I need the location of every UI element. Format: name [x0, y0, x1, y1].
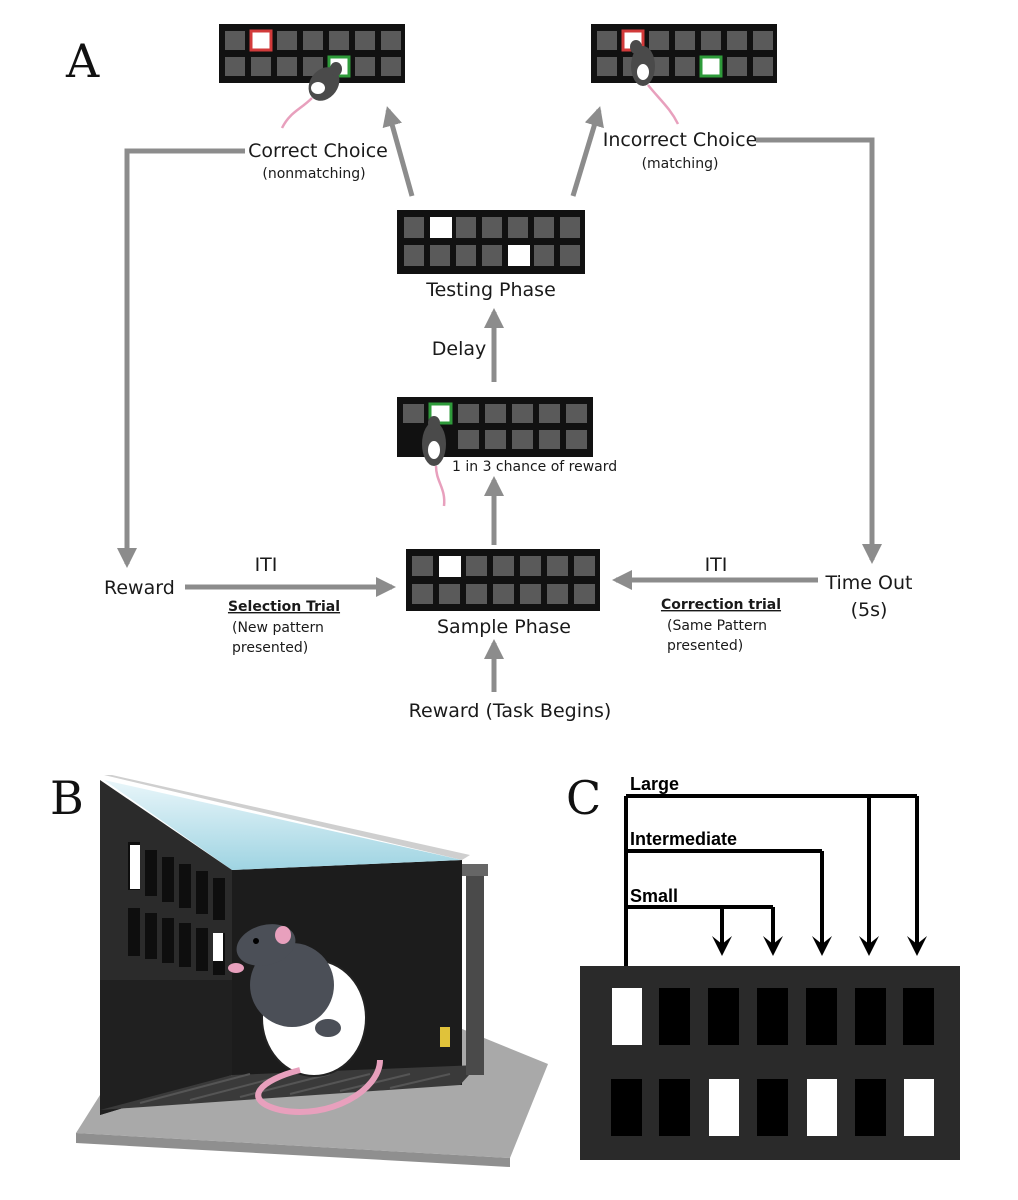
label-reward-task-begins: Reward (Task Begins)	[409, 700, 612, 722]
rat-illustration	[228, 924, 383, 1115]
label-reward: Reward	[104, 577, 175, 599]
screen-delay	[397, 397, 593, 507]
label-correction-desc-1: (Same Pattern	[667, 618, 767, 634]
label-large: Large	[630, 774, 679, 794]
label-nonmatching: (nonmatching)	[262, 166, 365, 182]
arrow-incorrect-to-timeout	[756, 137, 882, 564]
panel-b: B	[50, 771, 548, 1167]
label-small: Small	[630, 886, 678, 906]
label-iti-right: ITI	[705, 554, 728, 576]
separation-brackets	[624, 794, 927, 966]
label-time-out: Time Out	[825, 572, 913, 594]
label-sample-phase: Sample Phase	[437, 616, 571, 638]
label-selection-desc-1: (New pattern	[232, 620, 324, 636]
arrow-correct-to-reward	[117, 148, 245, 568]
lit-window-top	[130, 845, 140, 889]
operant-chamber-illustration	[76, 775, 548, 1167]
screen-incorrect-choice	[591, 24, 777, 125]
choice-window-intermediate	[807, 1079, 837, 1136]
label-reward-chance: 1 in 3 chance of reward	[452, 459, 617, 475]
touchscreen-panel-c	[580, 966, 960, 1160]
label-delay: Delay	[432, 338, 487, 360]
label-correction-desc-2: presented)	[667, 638, 743, 654]
sample-cell-red	[249, 29, 273, 52]
lit-window-bottom	[213, 933, 223, 961]
arrow-testing-to-correct	[382, 106, 415, 197]
label-matching: (matching)	[642, 156, 719, 172]
label-correct-choice: Correct Choice	[248, 140, 388, 162]
rat-icon	[280, 62, 342, 129]
sample-window	[612, 988, 642, 1045]
screen-correct-choice	[219, 24, 405, 129]
choice-window-small	[709, 1079, 739, 1136]
label-incorrect-choice: Incorrect Choice	[603, 129, 758, 151]
choice-cell-green	[699, 55, 723, 78]
screen-testing-phase	[397, 210, 585, 274]
label-time-out-sub: (5s)	[851, 599, 888, 621]
rat-icon	[422, 416, 446, 507]
panel-label-b: B	[50, 771, 84, 825]
screen-sample-phase	[406, 549, 600, 611]
label-intermediate: Intermediate	[630, 829, 737, 849]
panel-c: C Large Intermediate Small	[566, 771, 960, 1160]
panel-a: A	[65, 24, 912, 722]
panel-label-c: C	[566, 771, 601, 825]
panel-label-a: A	[65, 34, 100, 88]
label-iti-left: ITI	[255, 554, 278, 576]
flow-arrows	[117, 106, 882, 692]
label-testing-phase: Testing Phase	[425, 279, 556, 301]
rat-icon	[630, 40, 680, 125]
label-selection-trial: Selection Trial	[228, 599, 340, 615]
arrow-testing-to-incorrect	[570, 106, 604, 197]
label-selection-desc-2: presented)	[232, 640, 308, 656]
choice-window-large	[904, 1079, 934, 1136]
label-correction-trial: Correction trial	[661, 597, 781, 613]
food-magazine	[440, 1027, 450, 1047]
